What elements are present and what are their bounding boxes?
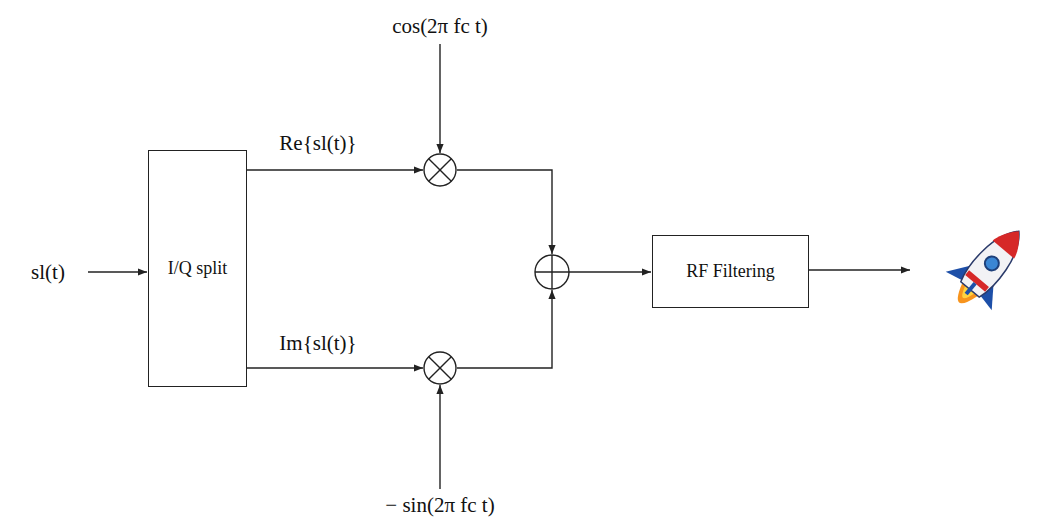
q-wire <box>247 367 423 368</box>
i-wire <box>247 169 423 170</box>
process-box: RF Filtering <box>652 235 809 308</box>
q-mix-wire <box>457 290 552 368</box>
output-wire <box>809 269 910 270</box>
mixer-symbol <box>424 352 456 384</box>
cos-wire <box>439 44 440 153</box>
signal-name: Im{sl(t)} <box>277 331 358 356</box>
box-label: I/Q split <box>162 254 234 284</box>
mixer-symbol <box>424 154 456 186</box>
adder-symbol <box>535 255 569 289</box>
sin-wire <box>439 385 440 489</box>
signal-name: − sin(2π fc t) <box>383 493 496 518</box>
input-wire <box>88 271 147 272</box>
i-mix-wire <box>457 170 552 254</box>
signal-name: sl(t) <box>29 260 67 285</box>
signal-name: cos(2π fc t) <box>390 14 490 39</box>
box-label: RF Filtering <box>680 257 781 287</box>
process-box: I/Q split <box>148 150 247 387</box>
sum-wire <box>569 271 651 272</box>
rocket-illustration <box>936 212 1042 322</box>
signal-name: Re{sl(t)} <box>277 131 358 156</box>
